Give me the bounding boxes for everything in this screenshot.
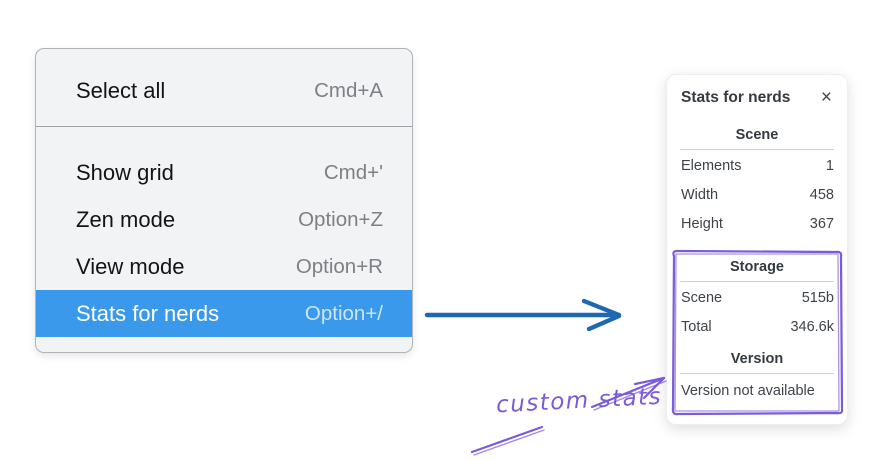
menu-item-show-grid[interactable]: Show grid Cmd+' [36, 149, 412, 196]
stat-label: Width [681, 187, 719, 203]
stat-value: 367 [809, 216, 834, 232]
stat-value: 458 [809, 187, 834, 203]
menu-item-shortcut: Cmd+' [323, 160, 383, 184]
menu-item-shortcut: Option+R [295, 254, 383, 278]
section-heading: Version [730, 351, 784, 367]
stat-row-height: Height 367 [667, 210, 847, 239]
menu-divider [36, 126, 412, 127]
stat-row-elements: Elements 1 [667, 152, 847, 181]
menu-item-label: Select all [76, 77, 166, 103]
stats-section-storage: Storage Scene 515b Total 346.6k [667, 258, 847, 342]
menu-item-shortcut: Option+Z [298, 207, 383, 231]
stat-label: Scene [681, 290, 723, 306]
stat-row-width: Width 458 [667, 181, 847, 210]
menu-item-label: Zen mode [76, 206, 176, 232]
annotation-label: custom stats [495, 383, 663, 419]
section-heading: Storage [730, 259, 784, 275]
stat-label: Height [681, 216, 723, 232]
menu-item-shortcut: Cmd+A [314, 78, 383, 102]
stats-panel-title: Stats for nerds [681, 89, 791, 106]
menu-item-view-mode[interactable]: View mode Option+R [36, 243, 412, 290]
section-divider [680, 373, 834, 374]
stats-section-version: Version Version not available [667, 350, 847, 405]
menu-item-zen-mode[interactable]: Zen mode Option+Z [36, 196, 412, 243]
menu-item-label: View mode [76, 253, 185, 279]
context-menu: Select all Cmd+A Show grid Cmd+' Zen mod… [35, 48, 413, 353]
section-divider [680, 149, 834, 150]
section-divider [680, 281, 834, 282]
menu-item-select-all[interactable]: Select all Cmd+A [36, 67, 412, 114]
stats-panel: Stats for nerds × Scene Elements 1 Width… [666, 74, 848, 425]
menu-item-stats-for-nerds[interactable]: Stats for nerds Option+/ [36, 290, 412, 337]
section-heading: Scene [735, 127, 779, 143]
stat-row-total-storage: Total 346.6k [667, 313, 847, 342]
stat-label: Elements [681, 158, 742, 174]
stat-value: 346.6k [790, 319, 834, 335]
flow-arrow-icon [424, 298, 622, 332]
menu-item-shortcut: Option+/ [304, 301, 383, 325]
stat-row-scene-storage: Scene 515b [667, 284, 847, 313]
stat-value: 1 [825, 158, 834, 174]
stats-panel-header: Stats for nerds × [667, 75, 847, 107]
stat-label: Total [681, 319, 712, 335]
menu-item-label: Show grid [76, 159, 174, 185]
version-message: Version not available [681, 383, 815, 399]
close-icon[interactable]: × [820, 86, 832, 108]
menu-item-label: Stats for nerds [76, 300, 220, 326]
stat-value: 515b [801, 290, 834, 306]
stats-section-scene: Scene Elements 1 Width 458 Height 367 [667, 126, 847, 239]
